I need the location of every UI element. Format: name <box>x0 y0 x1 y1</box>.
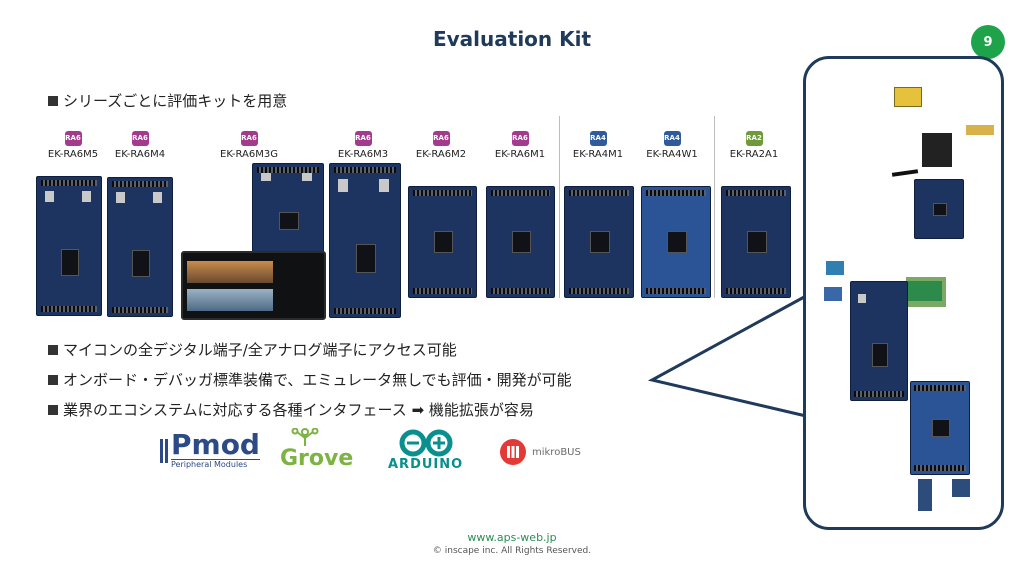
series-divider <box>714 116 715 298</box>
mikrobus-circle-icon <box>500 439 526 465</box>
mikrobus-logo: mikroBUS <box>499 438 581 466</box>
grove-tree-icon <box>291 428 319 446</box>
chip-badge: RA6 <box>354 131 372 146</box>
chip-badge: RA2 <box>745 131 763 146</box>
grove-module-image <box>826 261 844 275</box>
square-bullet-icon <box>48 96 58 106</box>
mikrobus-click-image-2 <box>952 479 970 497</box>
board-image-callout-middle <box>850 281 908 401</box>
series-divider <box>559 116 560 298</box>
footer-url: www.aps-web.jp <box>467 531 557 544</box>
arduino-shield-image <box>902 281 942 301</box>
board-image-ek-ra6m2 <box>408 186 477 298</box>
kit-label-ek-ra4w1: RA4 EK-RA4W1 <box>636 125 708 160</box>
sensor-module-image <box>894 87 922 107</box>
arduino-logo: ARDUINO <box>388 429 463 472</box>
square-bullet-icon <box>48 345 58 355</box>
pmod-pins-icon <box>160 438 168 463</box>
antenna-image <box>891 169 919 177</box>
kit-label-ek-ra6m1: RA6 EK-RA6M1 <box>484 125 556 160</box>
kit-label-ek-ra6m4: RA6 EK-RA6M4 <box>105 125 175 160</box>
board-image-ek-ra6m3g <box>252 163 324 257</box>
chip-badge: RA4 <box>663 131 681 146</box>
kit-label-ek-ra4m1: RA4 EK-RA4M1 <box>562 125 634 160</box>
kit-label-ek-ra6m5: RA6 EK-RA6M5 <box>38 125 108 160</box>
callout-pointer <box>648 294 807 418</box>
sensor-probe-image <box>966 125 994 135</box>
chip-badge: RA6 <box>240 131 258 146</box>
lcd-display-image <box>181 251 326 320</box>
kit-label-ek-ra6m3g: RA6 EK-RA6M3G <box>211 125 287 160</box>
grove-logo: Grove <box>280 428 353 471</box>
board-image-ek-ra4w1 <box>641 186 711 298</box>
mikrobus-click-image <box>918 479 932 511</box>
board-image-ek-ra6m3 <box>329 163 401 318</box>
bullet-onboard-debugger: オンボード・デバッガ標準装備で、エミュレータ無しでも評価・開発が可能 <box>48 369 572 390</box>
kit-label-ek-ra2a1: RA2 EK-RA2A1 <box>718 125 790 160</box>
board-image-ek-ra4m1 <box>564 186 634 298</box>
kit-label-ek-ra6m2: RA6 EK-RA6M2 <box>405 125 477 160</box>
board-image-ek-ra6m4 <box>107 177 173 317</box>
chip-badge: RA6 <box>131 131 149 146</box>
chip-badge: RA6 <box>432 131 450 146</box>
board-image-ek-ra6m5 <box>36 176 102 316</box>
wireless-module-image <box>922 133 952 167</box>
page-number-badge: 9 <box>971 25 1005 59</box>
pmod-logo: Pmod Peripheral Modules <box>159 431 260 470</box>
board-image-callout-bottom <box>910 381 970 475</box>
board-image-callout-top <box>914 179 964 239</box>
bullet-pin-access: マイコンの全デジタル端子/全アナログ端子にアクセス可能 <box>48 339 457 360</box>
chip-badge: RA6 <box>511 131 529 146</box>
pmod-module-image <box>824 287 842 301</box>
kit-label-ek-ra6m3: RA6 EK-RA6M3 <box>327 125 399 160</box>
slide-title: Evaluation Kit <box>432 27 592 51</box>
chip-badge: RA4 <box>589 131 607 146</box>
footer-copyright: © inscape inc. All Rights Reserved. <box>432 546 592 556</box>
bullet-ecosystem-interfaces: 業界のエコシステムに対応する各種インタフェース ➡ 機能拡張が容易 <box>48 399 534 420</box>
square-bullet-icon <box>48 405 58 415</box>
arduino-infinity-icon <box>399 429 453 457</box>
chip-badge: RA6 <box>64 131 82 146</box>
board-image-ek-ra6m1 <box>486 186 555 298</box>
bullet-series-kits: シリーズごとに評価キットを用意 <box>48 90 287 111</box>
callout-expansion-boards <box>803 56 1004 530</box>
square-bullet-icon <box>48 375 58 385</box>
board-image-ek-ra2a1 <box>721 186 791 298</box>
